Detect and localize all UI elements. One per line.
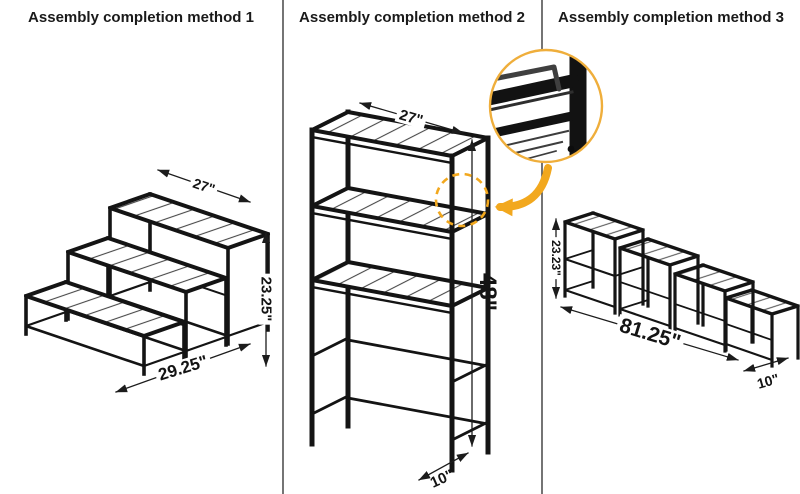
- long-shelf-drawing: [551, 211, 800, 372]
- panel-3-title: Assembly completion method 3: [558, 9, 784, 26]
- dim-height-panel3: 23.23": [549, 237, 563, 279]
- panel-2-title: Assembly completion method 2: [299, 9, 525, 26]
- step-shelf-drawing: [24, 169, 271, 393]
- highlight-dashed-circle: [434, 172, 490, 228]
- callout-curved-arrow-icon: [494, 164, 552, 217]
- allen-key-icon: [495, 64, 562, 92]
- detail-inset-circle: [488, 48, 604, 164]
- tall-shelf-drawing: [309, 102, 491, 481]
- panel-1-title: Assembly completion method 1: [28, 9, 254, 26]
- dim-height-panel1: 23.25": [258, 273, 275, 325]
- dim-height-panel2: 48": [474, 272, 501, 312]
